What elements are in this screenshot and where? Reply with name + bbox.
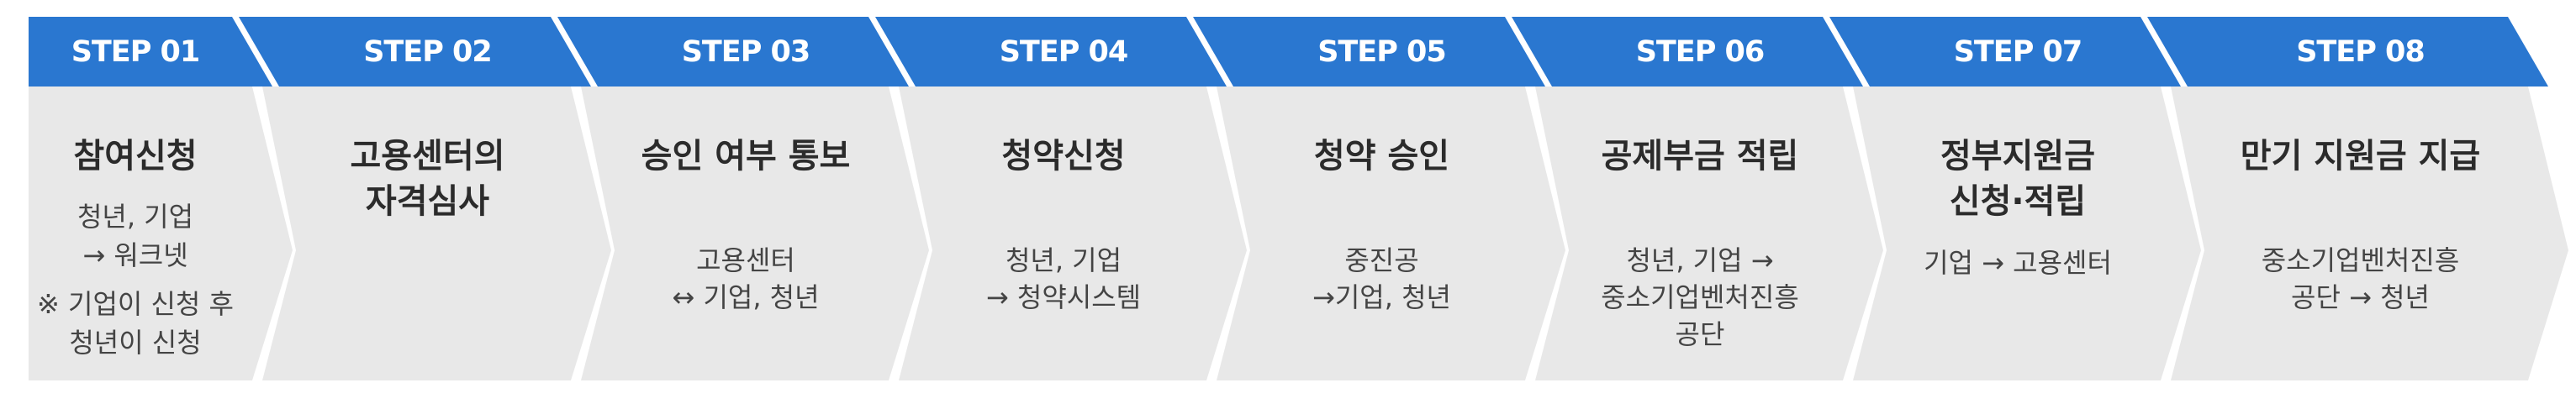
step-title: 고용센터의 [350, 137, 505, 176]
step-description: 중소기업벤처진흥 [2261, 244, 2460, 276]
step-title: 자격심사 [365, 182, 490, 221]
step-label: STEP 06 [1635, 35, 1766, 69]
step-body-shape [581, 87, 929, 380]
step-header-shape [1829, 17, 2181, 87]
step-header-shape [875, 17, 1227, 87]
step-body-shape [1853, 87, 2201, 380]
step-label: STEP 08 [2296, 35, 2426, 69]
step-description: ↔ 기업, 청년 [672, 281, 820, 313]
step-title: 참여신청 [73, 137, 198, 176]
step-body-shape [2171, 87, 2568, 380]
step-label: STEP 04 [999, 35, 1129, 69]
step-title: 만기 지원금 지급 [2240, 137, 2481, 176]
step-description: 청년, 기업 [1005, 244, 1122, 276]
step-label: STEP 02 [363, 35, 493, 69]
step-description: → 청약시스템 [985, 281, 1142, 313]
step-label: STEP 07 [1953, 35, 2083, 69]
step-header-shape [239, 17, 591, 87]
step-body-shape [29, 87, 293, 380]
step-body-shape [262, 87, 611, 380]
step-description: 공단 [1675, 318, 1725, 350]
step-title: 승인 여부 통보 [641, 137, 851, 176]
step-header-shape [1193, 17, 1545, 87]
step-description: 청년이 신청 [69, 327, 202, 359]
step-label: STEP 01 [71, 35, 201, 69]
step-title: 공제부금 적립 [1601, 137, 1799, 176]
step-description: 고용센터 [696, 244, 795, 276]
step-label: STEP 05 [1317, 35, 1447, 69]
step-description: 청년, 기업 [77, 201, 194, 233]
step-body-shape [899, 87, 1247, 380]
step-title: 정부지원금 [1940, 137, 2095, 176]
step-description: ※ 기업이 신청 후 [37, 288, 234, 320]
step-description: 공단 → 청년 [2291, 281, 2430, 313]
step-title: 청약신청 [1001, 137, 1126, 176]
step-header-shape [2147, 17, 2548, 87]
step-title: 청약 승인 [1313, 137, 1450, 176]
step-description: 중소기업벤처진흥 [1601, 281, 1799, 313]
step-body-shape [1535, 87, 1883, 380]
step-description: →기업, 청년 [1312, 281, 1451, 313]
step-description: → 워크넷 [82, 239, 188, 271]
step-header-shape [1512, 17, 1863, 87]
step-title: 신청·적립 [1949, 182, 2087, 221]
step-description: 기업 → 고용센터 [1924, 247, 2112, 279]
step-header-shape [557, 17, 909, 87]
step-body-shape [1217, 87, 1565, 380]
step-description: 중진공 [1344, 244, 1419, 276]
step-header-shape [29, 17, 272, 87]
step-label: STEP 03 [681, 35, 811, 69]
step-description: 청년, 기업 → [1626, 244, 1774, 276]
